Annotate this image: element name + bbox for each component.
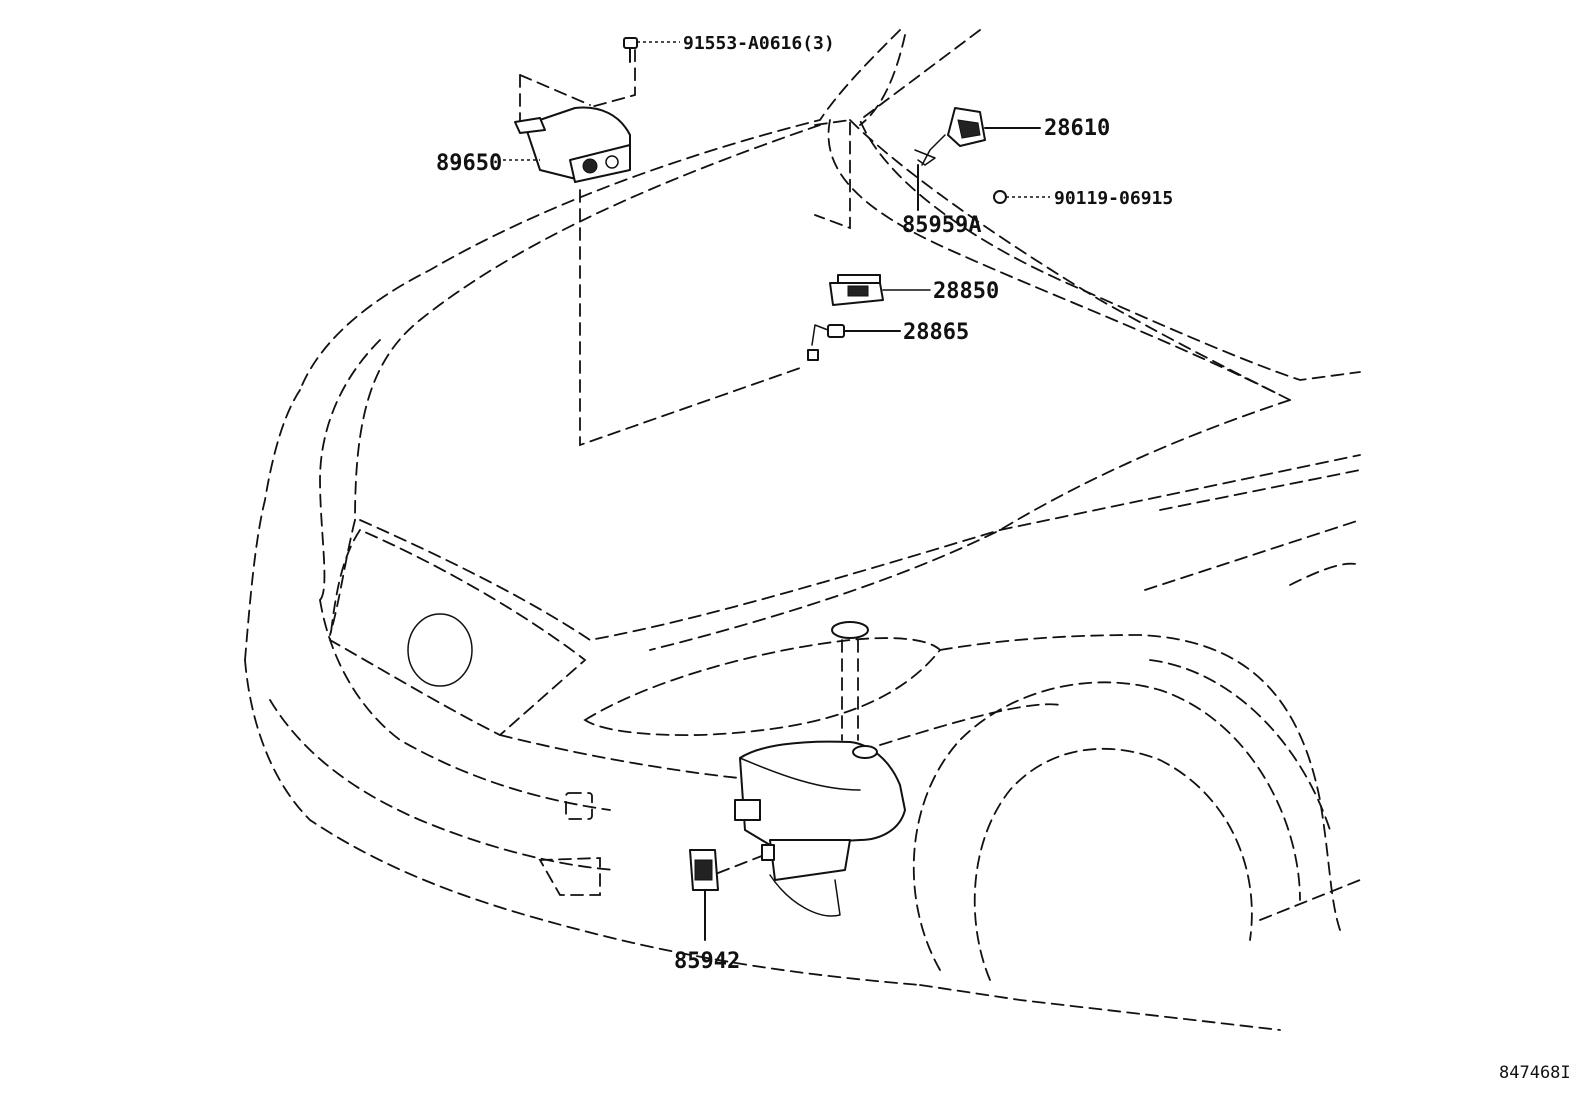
bracket-85959a <box>914 149 936 211</box>
label-85959a: 85959A <box>902 213 981 238</box>
part-labels: 91553-A0616(3) 89650 28610 90119-06915 8… <box>436 33 1571 1083</box>
label-28610: 28610 <box>1044 116 1110 141</box>
label-85942: 85942 <box>674 949 740 974</box>
pump-85942 <box>689 849 719 941</box>
emblem <box>407 613 473 687</box>
screw-90119 <box>993 190 1050 204</box>
controller-89650 <box>503 106 631 183</box>
connector-28865 <box>807 324 901 361</box>
tow-hook-cover <box>565 792 593 820</box>
label-28865: 28865 <box>903 320 969 345</box>
label-90119: 90119-06915 <box>1054 188 1173 209</box>
label-28850: 28850 <box>933 279 999 304</box>
bolt-91553 <box>623 37 680 63</box>
car-body-outline <box>244 29 1361 1031</box>
relay-28850 <box>829 274 931 306</box>
sensor-28610 <box>921 107 1041 166</box>
washer-tank <box>734 621 906 917</box>
label-91553: 91553-A0616(3) <box>683 33 835 54</box>
label-89650: 89650 <box>436 151 502 176</box>
diagram-reference-number: 847468I <box>1499 1063 1571 1083</box>
